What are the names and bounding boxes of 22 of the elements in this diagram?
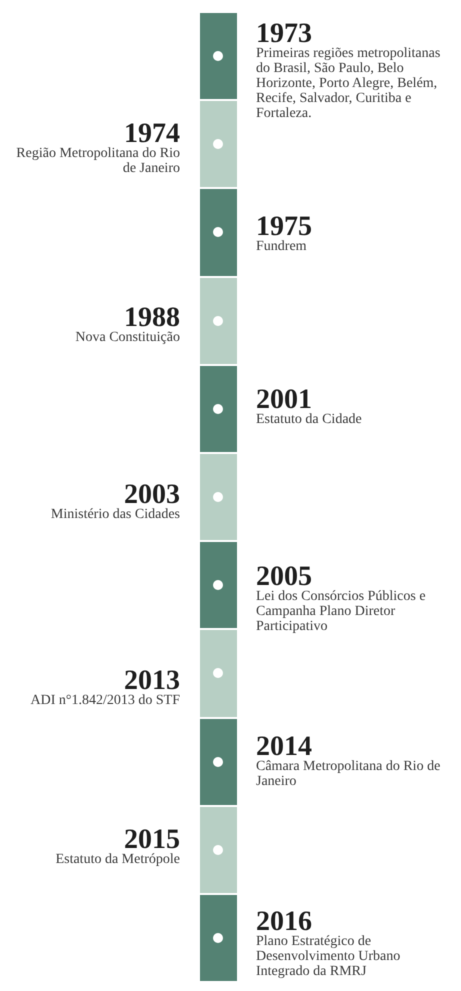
event-description: ADI n°1.842/2013 do STF [30, 693, 180, 708]
year-heading: 1988 [124, 306, 180, 330]
year-heading: 2014 [256, 734, 312, 759]
year-heading: 1973 [256, 22, 313, 46]
year-heading: 2015 [124, 828, 180, 852]
year-heading: 2005 [256, 565, 312, 590]
event-description: Ministério das Cidades [50, 507, 180, 522]
year-heading: 2003 [124, 483, 180, 507]
event-description: Nova Constituição [74, 330, 180, 345]
year-heading: 1975 [256, 215, 313, 240]
event-description: Câmara Metropolitana do Rio de Janeiro [256, 758, 442, 789]
event-description: Região Metropolitana do Rio de Janeiro [15, 146, 180, 176]
event-description: Estatuto da Metrópole [54, 852, 180, 867]
event-description: Estatuto da Cidade [256, 412, 363, 427]
year-heading: 1974 [124, 122, 180, 146]
event-description: Primeiras regiões metropolitanas do Brasil, São Paulo, Belo Horizonte, Porto Alegre, Belém, Recife, Salvador, Curitiba e Fortaleza. [256, 46, 442, 121]
year-heading: 2013 [124, 669, 180, 694]
event-description: Lei dos Consórcios Públicos e Campanha Plano Diretor Participativo [256, 589, 427, 634]
event-description: Fundrem [256, 239, 308, 254]
event-description: Plano Estratégico de Desenvolvimento Urbano Integrado da RMRJ [256, 934, 402, 979]
year-heading: 2016 [256, 910, 312, 934]
year-heading: 2001 [256, 388, 312, 412]
